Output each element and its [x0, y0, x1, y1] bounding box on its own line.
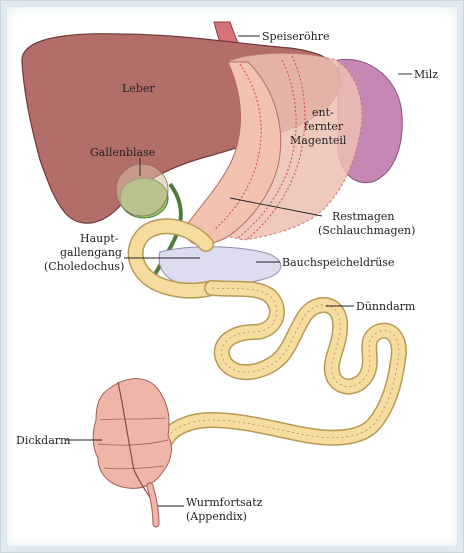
- label-hauptgallengang-3: (Choledochus): [44, 260, 124, 273]
- label-gallenblase: Gallenblase: [90, 146, 155, 159]
- gallbladder-highlight: [116, 164, 168, 216]
- label-duenndarm: Dünndarm: [356, 300, 416, 313]
- label-entfernter-2: fernter: [304, 120, 344, 133]
- label-entfernter-1: ent-: [312, 106, 334, 119]
- label-leber: Leber: [122, 82, 155, 95]
- label-bauchspeicheldruese: Bauchspeicheldrüse: [282, 256, 395, 269]
- colon-shape: [93, 379, 171, 489]
- label-hauptgallengang-1: Haupt-: [80, 232, 119, 245]
- label-wurmfortsatz-2: (Appendix): [186, 510, 247, 523]
- label-restmagen-2: (Schlauchmagen): [318, 224, 415, 237]
- label-dickdarm: Dickdarm: [16, 434, 71, 447]
- label-hauptgallengang-2: gallengang: [60, 246, 122, 259]
- label-speiseroehre: Speiseröhre: [262, 30, 330, 43]
- label-milz: Milz: [414, 68, 438, 81]
- label-wurmfortsatz-1: Wurmfortsatz: [186, 496, 263, 509]
- label-restmagen-1: Restmagen: [332, 210, 394, 223]
- label-entfernter-3: Magenteil: [290, 134, 347, 147]
